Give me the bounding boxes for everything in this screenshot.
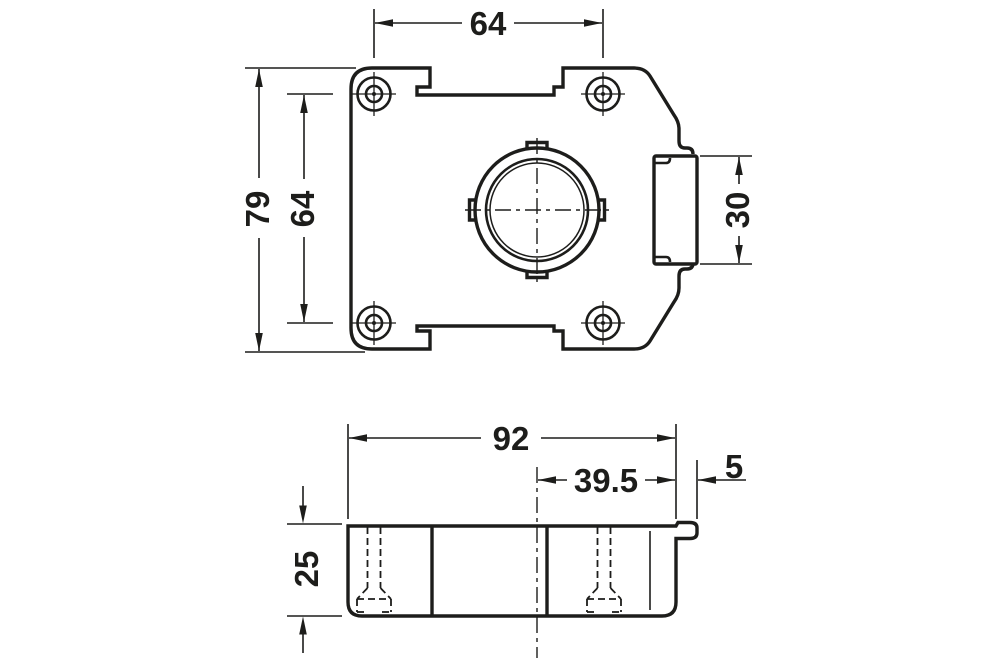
screw-hole-top-right <box>581 72 625 116</box>
plate-outline <box>349 66 695 351</box>
mounting-tab-clip-top <box>654 157 672 165</box>
center-bore-ring-mid <box>484 157 590 263</box>
arrowhead-left <box>538 476 556 484</box>
center-bore <box>465 138 609 282</box>
arrowhead-left <box>375 19 393 27</box>
arrowhead-right <box>657 434 675 442</box>
dim-body-depth: 25 <box>287 486 342 653</box>
dim-label-39-5: 39.5 <box>574 462 638 499</box>
arrowhead-right <box>657 476 675 484</box>
hidden-hole-right <box>586 527 622 613</box>
countersink-flank <box>356 587 369 600</box>
dim-center-to-right-edge: 39.5 <box>538 462 675 499</box>
side-view: 92 39.5 5 25 <box>287 420 746 658</box>
arrowhead-down <box>299 505 307 524</box>
arrowhead-up <box>735 157 743 175</box>
mounting-tab-outline <box>652 154 699 266</box>
dim-label-64-left: 64 <box>284 190 321 227</box>
center-bore-lug-top <box>525 140 549 150</box>
center-bore-ring-outer <box>473 146 601 274</box>
dim-tab-projection: 5 <box>696 448 746 519</box>
dim-label-25: 25 <box>288 551 325 588</box>
dim-label-30: 30 <box>719 192 756 229</box>
dim-label-92: 92 <box>493 420 530 457</box>
center-bore-lug-right <box>597 198 607 222</box>
mounting-tab-clip-bottom <box>654 255 672 263</box>
screw-hole-top-left <box>352 72 396 116</box>
arrowhead-up <box>255 69 263 87</box>
arrowhead-up <box>300 95 308 113</box>
dim-label-5: 5 <box>725 448 743 485</box>
mounting-tab <box>652 154 699 266</box>
center-bore-lug-bottom <box>525 270 549 280</box>
arrowhead-right <box>584 19 602 27</box>
dim-hole-spacing-horizontal: 64 <box>373 5 604 58</box>
dim-label-79: 79 <box>239 191 276 228</box>
dim-overall-height: 79 <box>239 67 365 353</box>
countersink-flank <box>379 587 392 600</box>
dim-overall-width: 92 <box>347 420 677 519</box>
top-view: 64 79 64 <box>239 5 756 353</box>
center-bore-ring-inner <box>489 162 585 258</box>
arrowhead-down <box>735 245 743 263</box>
arrowhead-down <box>255 333 263 351</box>
arrowhead-left <box>349 434 367 442</box>
countersink-flank <box>586 587 599 600</box>
center-bore-lug-left <box>467 198 477 222</box>
arrowhead-left <box>698 476 716 484</box>
arrowhead-up <box>299 616 307 635</box>
dim-label-64-top: 64 <box>470 5 507 42</box>
screw-hole-bottom-left <box>352 301 396 345</box>
screw-hole-bottom-right <box>581 301 625 345</box>
dim-side-tab-height: 30 <box>700 155 756 265</box>
hidden-hole-left <box>356 527 392 613</box>
arrowhead-down <box>300 304 308 322</box>
dim-hole-spacing-vertical: 64 <box>284 93 333 324</box>
body-outline <box>346 520 699 618</box>
countersink-flank <box>609 587 622 600</box>
